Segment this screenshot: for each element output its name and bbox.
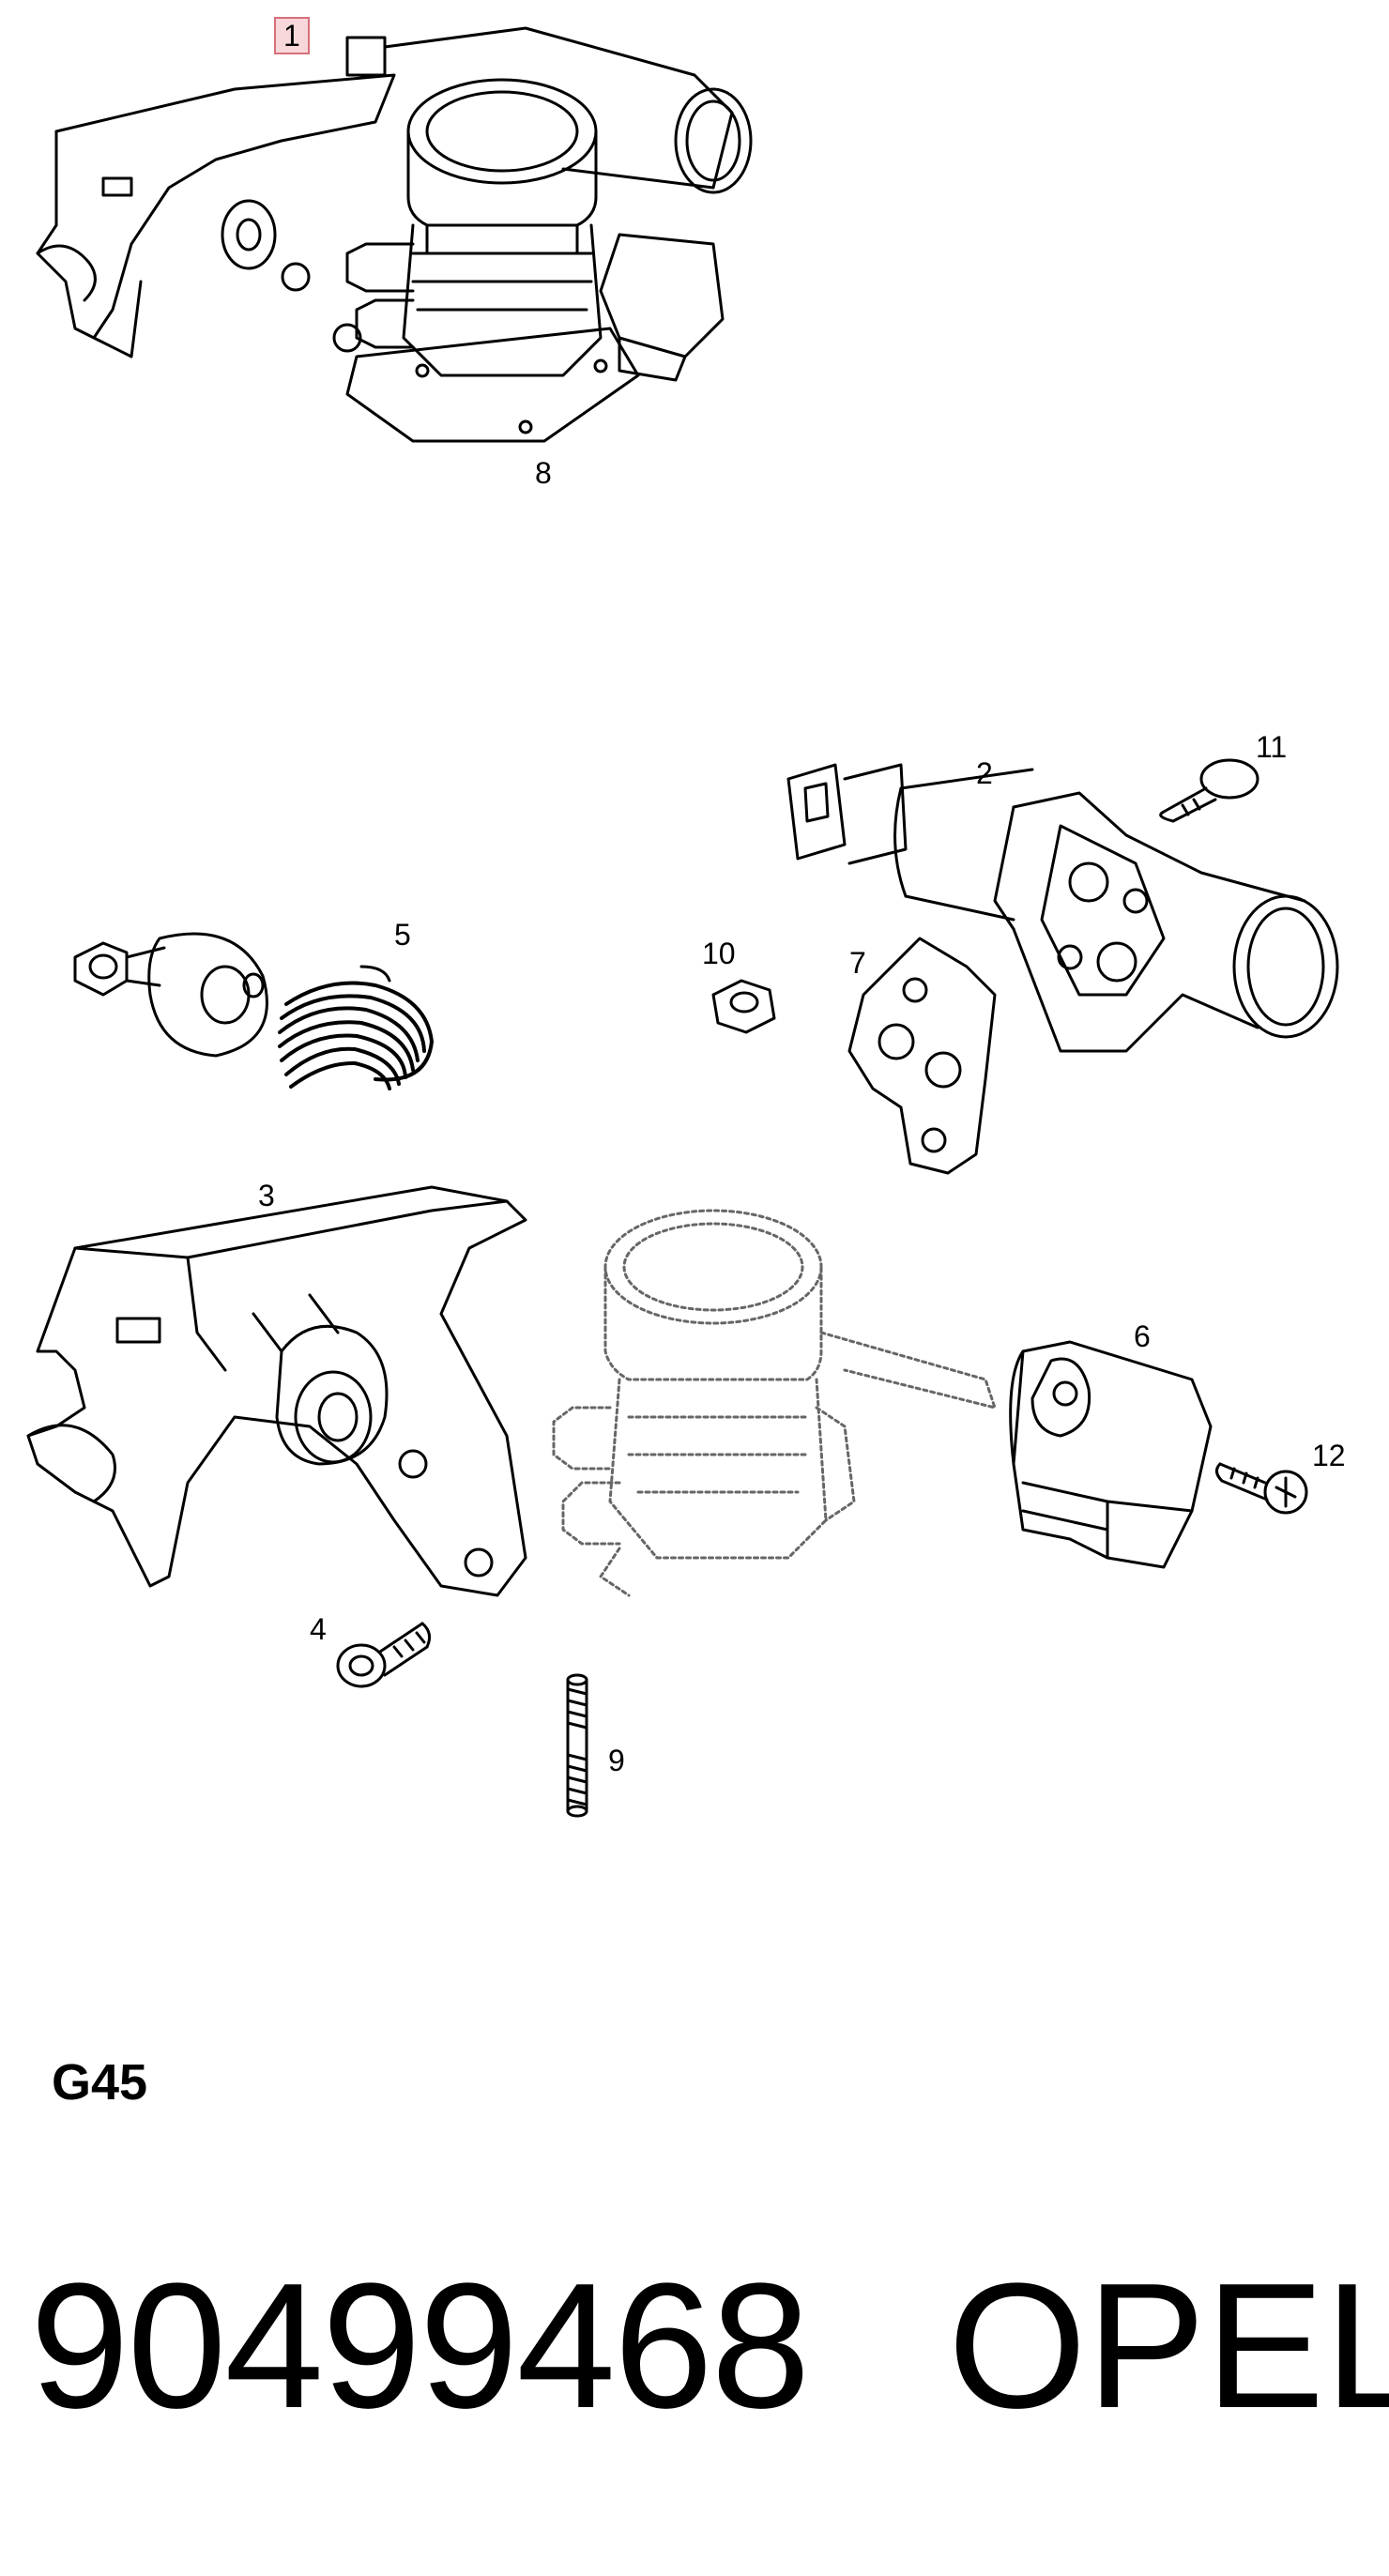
throttle-body-ghost-drawing <box>552 1209 997 1597</box>
section-code: G45 <box>52 2054 148 2111</box>
callout-2[interactable]: 2 <box>976 756 993 790</box>
callout-3[interactable]: 3 <box>258 1179 275 1212</box>
idle-air-valve-drawing <box>786 763 1339 1053</box>
brand-name: OPEL <box>948 2247 1389 2446</box>
gasket-7-drawing <box>847 937 997 1175</box>
stud-9-drawing <box>566 1673 588 1818</box>
bracket-3-drawing <box>26 1185 527 1597</box>
callout-4[interactable]: 4 <box>310 1612 327 1646</box>
callout-9[interactable]: 9 <box>608 1744 625 1777</box>
nut-10-drawing <box>711 979 776 1034</box>
throttle-body-assembly-drawing <box>36 26 753 443</box>
callout-7[interactable]: 7 <box>849 946 866 980</box>
callout-10[interactable]: 10 <box>702 937 736 970</box>
callout-5[interactable]: 5 <box>394 918 411 952</box>
callout-1[interactable]: 1 <box>274 17 310 54</box>
spring-assembly-5-drawing <box>73 932 434 1090</box>
bolt-4-drawing <box>336 1622 432 1688</box>
throttle-sensor-6-drawing <box>1009 1340 1213 1569</box>
callout-6[interactable]: 6 <box>1134 1319 1151 1353</box>
part-number: 90499468 <box>30 2247 810 2446</box>
callout-11[interactable]: 11 <box>1256 730 1288 764</box>
callout-12[interactable]: 12 <box>1312 1439 1346 1472</box>
screw-12-drawing <box>1215 1462 1308 1515</box>
screw-11-drawing <box>1159 758 1259 823</box>
callout-8[interactable]: 8 <box>535 456 552 490</box>
